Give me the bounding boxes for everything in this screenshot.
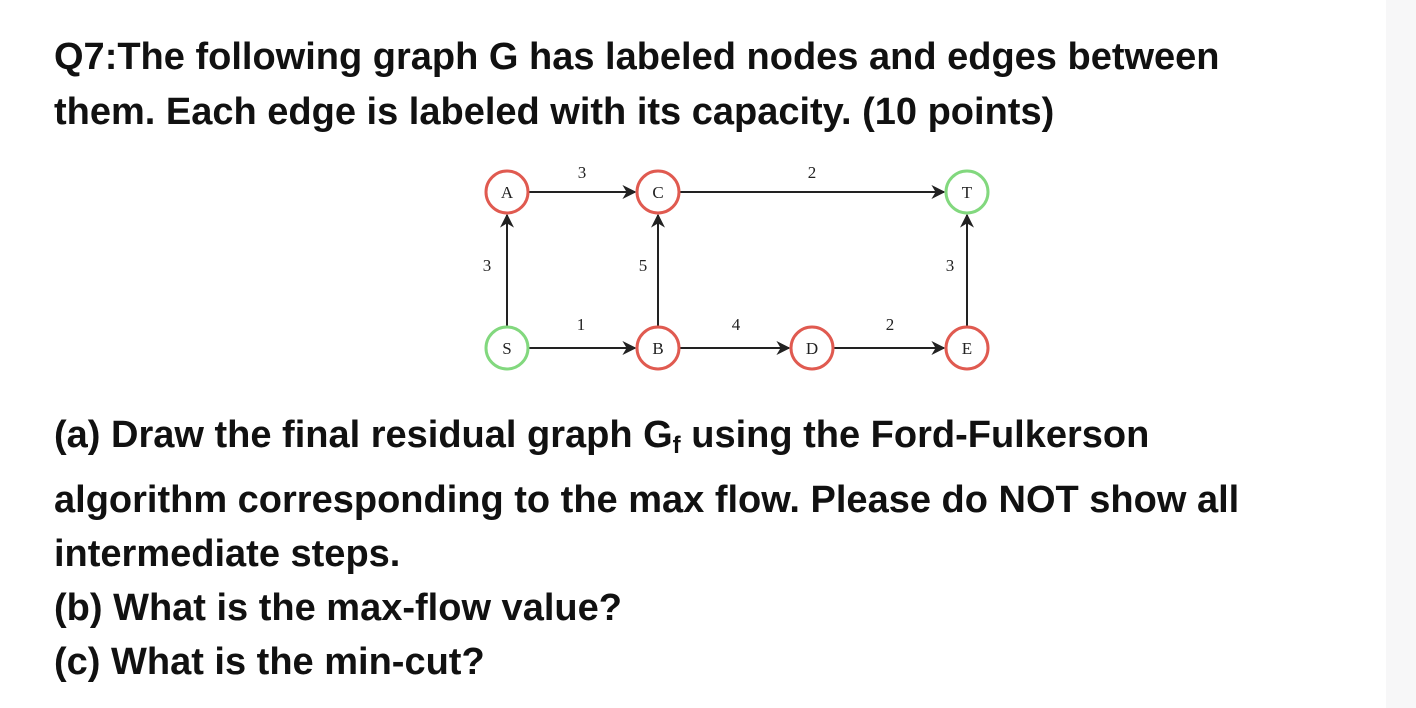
part-b: (b) What is the max-flow value? [54, 587, 622, 629]
part-c: (c) What is the min-cut? [54, 641, 485, 683]
node-circle [789, 325, 835, 371]
node-d: D [789, 325, 835, 371]
node-circle [484, 325, 530, 371]
node-label: E [962, 339, 972, 358]
node-label: C [652, 183, 663, 202]
edge-capacity-label: 2 [808, 163, 817, 182]
node-t: T [944, 169, 990, 215]
edge-capacity-label: 3 [578, 163, 587, 182]
node-b: B [635, 325, 681, 371]
right-margin-strip [1386, 0, 1416, 708]
node-s: S [484, 325, 530, 371]
edge-capacity-label: 1 [577, 315, 586, 334]
node-label: D [806, 339, 818, 358]
edge-capacity-label: 3 [483, 256, 492, 275]
node-circle [944, 169, 990, 215]
node-circle [635, 169, 681, 215]
node-circle [944, 325, 990, 371]
node-c: C [635, 169, 681, 215]
node-label: B [652, 339, 663, 358]
part-a-text-start: (a) Draw the final residual graph G [54, 414, 673, 456]
residual-subscript: f [672, 432, 681, 459]
node-a: A [484, 169, 530, 215]
part-a: (a) Draw the final residual graph Gf usi… [54, 408, 1384, 581]
question-text: Q7:The following graph G has labeled nod… [54, 30, 1384, 140]
node-e: E [944, 325, 990, 371]
node-label: A [501, 183, 514, 202]
part-a-line-3: intermediate steps. [54, 533, 401, 575]
edge-capacity-label: 4 [732, 315, 741, 334]
edge-capacity-label: 5 [639, 256, 648, 275]
question-line-2: them. Each edge is labeled with its capa… [54, 91, 1055, 133]
part-a-text-end: using the Ford-Fulkerson [680, 414, 1150, 456]
node-circle [635, 325, 681, 371]
node-circle [484, 169, 530, 215]
node-label: S [502, 339, 511, 358]
edge-capacity-label: 3 [946, 256, 955, 275]
node-label: T [962, 183, 973, 202]
question-line-1: Q7:The following graph G has labeled nod… [54, 36, 1220, 78]
question-parts: (a) Draw the final residual graph Gf usi… [54, 408, 1384, 689]
edge-capacity-label: 2 [886, 315, 895, 334]
part-a-line-2: algorithm corresponding to the max flow.… [54, 479, 1240, 521]
